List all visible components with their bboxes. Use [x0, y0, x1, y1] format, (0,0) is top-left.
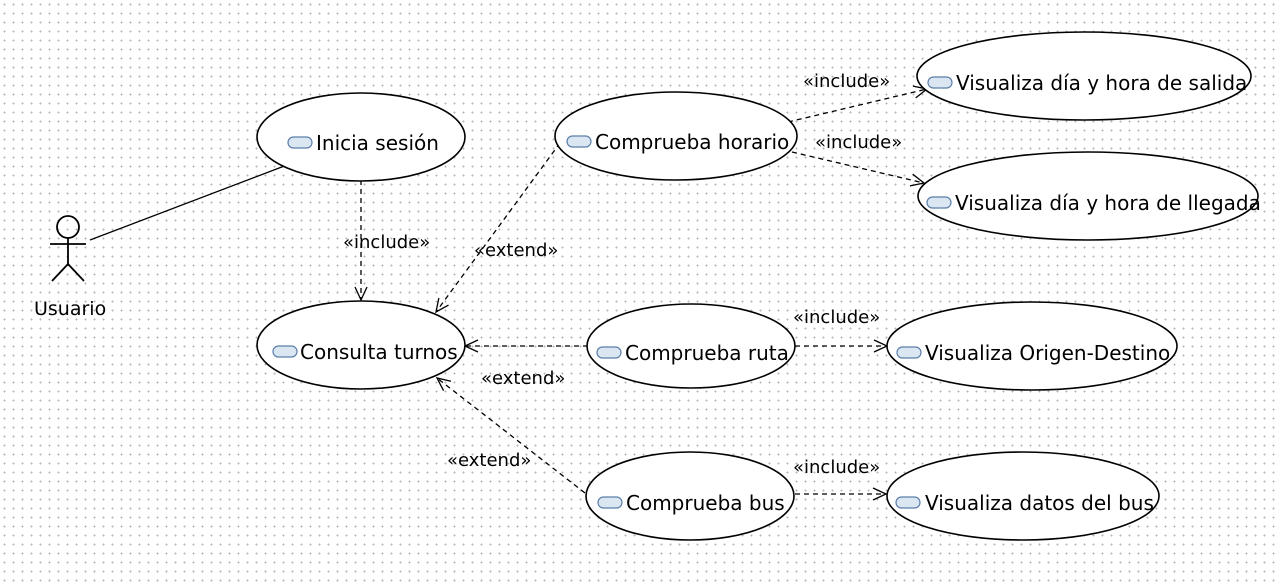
- use-case-label: Comprueba horario: [595, 130, 789, 154]
- include-bus-datos-label: «include»: [793, 457, 880, 478]
- stick-figure-icon: [50, 215, 86, 282]
- extend-horario-consulta-arrow: [435, 142, 561, 314]
- use-case-visualiza-datos-bus[interactable]: Visualiza datos del bus: [886, 451, 1160, 541]
- include-inicia-consulta-label: «include»: [343, 232, 430, 253]
- extend-bus-consulta-label: «extend»: [447, 450, 531, 471]
- use-case-label: Visualiza datos del bus: [925, 491, 1154, 515]
- extend-horario-consulta-label: «extend»: [474, 240, 558, 261]
- use-case-icon: [926, 196, 952, 209]
- use-case-label: Visualiza Origen-Destino: [925, 341, 1170, 365]
- use-case-visualiza-salida[interactable]: Visualiza día y hora de salida: [916, 31, 1252, 121]
- use-case-icon: [896, 346, 922, 359]
- use-case-icon: [272, 345, 298, 358]
- association-usuario-inicia-sesion: [89, 164, 288, 241]
- use-case-comprueba-ruta[interactable]: Comprueba ruta: [586, 303, 796, 389]
- use-case-inicia-sesion[interactable]: Inicia sesión: [256, 92, 466, 182]
- use-case-label: Visualiza día y hora de llegada: [955, 191, 1261, 215]
- include-horario-salida-arrow: [787, 85, 929, 123]
- include-horario-salida-label: «include»: [803, 71, 890, 92]
- include-horario-llegada-arrow: [791, 151, 926, 187]
- use-case-visualiza-origen-destino[interactable]: Visualiza Origen-Destino: [886, 301, 1178, 391]
- use-case-label: Comprueba ruta: [625, 341, 789, 365]
- use-case-icon: [596, 346, 622, 359]
- use-case-icon: [597, 496, 623, 509]
- actor-name: Usuario: [34, 298, 106, 320]
- use-case-comprueba-horario[interactable]: Comprueba horario: [554, 91, 798, 181]
- use-case-visualiza-llegada[interactable]: Visualiza día y hora de llegada: [917, 151, 1261, 241]
- use-case-icon: [895, 496, 921, 509]
- use-case-label: Consulta turnos: [300, 340, 458, 364]
- use-case-icon: [927, 76, 953, 89]
- use-case-icon: [566, 135, 592, 148]
- use-case-comprueba-bus[interactable]: Comprueba bus: [585, 451, 795, 541]
- use-case-label: Visualiza día y hora de salida: [956, 71, 1247, 95]
- use-case-icon: [287, 136, 313, 149]
- use-case-label: Comprueba bus: [626, 491, 785, 515]
- extend-ruta-consulta-label: «extend»: [481, 368, 565, 389]
- extend-bus-consulta-arrow: [435, 377, 586, 494]
- actor-usuario[interactable]: Usuario: [34, 215, 106, 320]
- use-case-consulta-turnos[interactable]: Consulta turnos: [256, 300, 466, 390]
- include-horario-llegada-label: «include»: [815, 132, 902, 153]
- use-case-label: Inicia sesión: [316, 131, 439, 155]
- include-ruta-origen-label: «include»: [793, 307, 880, 328]
